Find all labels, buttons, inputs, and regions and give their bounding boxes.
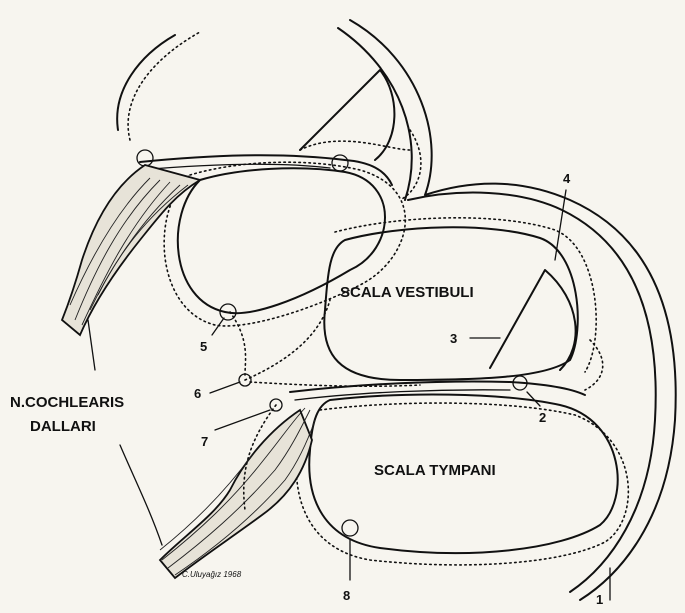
scala-tympani-chamber xyxy=(296,395,628,565)
number-3: 3 xyxy=(450,331,457,346)
number-6: 6 xyxy=(194,386,201,401)
nerve-bundle-lines xyxy=(88,320,162,545)
upper-nerve xyxy=(62,165,200,335)
number-7: 7 xyxy=(201,434,208,449)
scala-vestibuli-label: SCALA VESTIBULI xyxy=(340,284,474,301)
artist-signature: C.Uluyağız 1968 xyxy=(182,570,242,579)
number-1: 1 xyxy=(596,592,603,607)
number-2: 2 xyxy=(539,410,546,425)
lower-nerve xyxy=(160,408,315,578)
nerve-label-line1: N.COCHLEARIS xyxy=(10,394,124,411)
number-8: 8 xyxy=(343,588,350,603)
nerve-label-line2: DALLARI xyxy=(30,418,96,435)
scala-tympani-label: SCALA TYMPANI xyxy=(374,462,496,479)
number-5: 5 xyxy=(200,339,207,354)
scala-vestibuli-chamber xyxy=(324,218,602,390)
number-4: 4 xyxy=(563,171,571,186)
